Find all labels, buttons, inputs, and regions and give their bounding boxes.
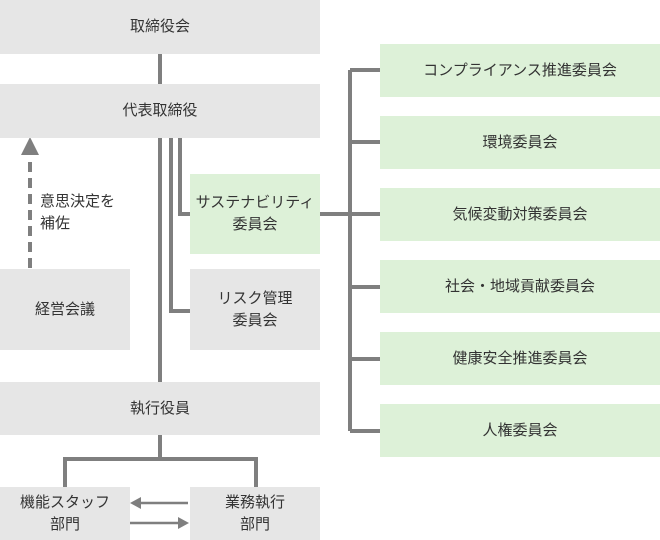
support-note: 意思決定を 補佐 [40, 191, 115, 235]
support-arrow-head [21, 137, 39, 155]
committee-social-box: 社会・地域貢献委員会 [380, 260, 660, 313]
representative-director-box: 代表取締役 [0, 84, 320, 138]
board-of-directors-label: 取締役会 [129, 17, 190, 36]
staff-departments-line-1: 機能スタッフ [19, 492, 110, 511]
risk-committee-box: リスク管理 委員会 [190, 269, 320, 350]
committee-climate-label: 気候変動対策委員会 [452, 204, 588, 223]
representative-director-label: 代表取締役 [122, 101, 198, 120]
business-departments-box: 業務執行 部門 [190, 487, 320, 540]
management-meeting-label: 経営会議 [34, 299, 95, 318]
committee-human-rights-label: 人権委員会 [482, 420, 558, 439]
line-rep-to-sustainability [178, 138, 192, 216]
committee-environment-box: 環境委員会 [380, 116, 660, 169]
board-of-directors-box: 取締役会 [0, 0, 320, 54]
committee-compliance-box: コンプライアンス推進委員会 [380, 44, 660, 97]
support-note-line-2: 補佐 [40, 213, 71, 232]
committee-human-rights-box: 人権委員会 [380, 404, 660, 457]
sustainability-committee-line-1: サステナビリティ [195, 193, 315, 212]
staff-departments-box: 機能スタッフ 部門 [0, 487, 130, 540]
management-meeting-box: 経営会議 [0, 269, 130, 350]
sustainability-committee-line-2: 委員会 [232, 215, 278, 233]
business-departments-line-2: 部門 [239, 514, 270, 533]
committee-environment-label: 環境委員会 [482, 132, 558, 151]
sustainability-committee-box: サステナビリティ 委員会 [190, 174, 320, 254]
support-note-line-1: 意思決定を [40, 192, 116, 210]
committee-compliance-label: コンプライアンス推進委員会 [423, 60, 617, 79]
executive-officers-label: 執行役員 [129, 398, 190, 417]
risk-committee-line-2: 委員会 [232, 310, 278, 329]
business-departments-line-1: 業務執行 [224, 492, 285, 511]
risk-committee-line-1: リスク管理 [217, 288, 293, 307]
committee-social-label: 社会・地域貢献委員会 [444, 276, 595, 295]
committee-health-label: 健康安全推進委員会 [452, 348, 588, 367]
staff-departments-line-2: 部門 [49, 514, 80, 533]
executive-officers-box: 執行役員 [0, 382, 320, 435]
committee-health-box: 健康安全推進委員会 [380, 332, 660, 385]
arrow-business-to-staff-head [130, 497, 141, 509]
committee-climate-box: 気候変動対策委員会 [380, 188, 660, 241]
line-rep-to-risk [169, 138, 192, 313]
arrow-staff-to-business-head [178, 517, 189, 529]
